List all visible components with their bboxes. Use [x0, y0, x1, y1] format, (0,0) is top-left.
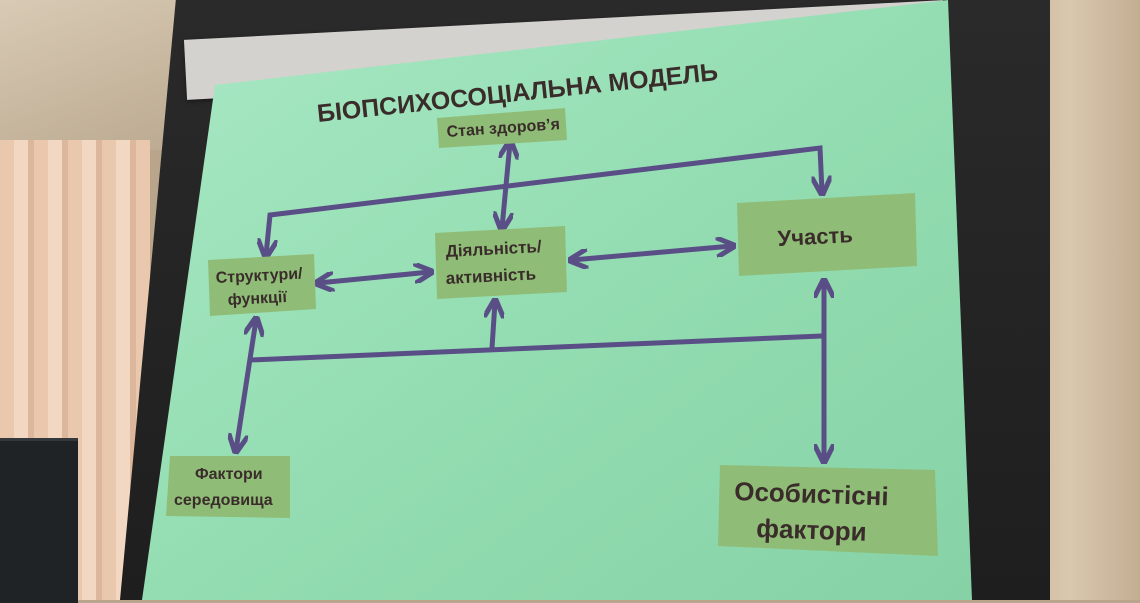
- box-personal: [718, 465, 938, 556]
- box-personal-label-1: Особистісні: [734, 476, 889, 511]
- connector-activity-participation: [572, 246, 732, 260]
- box-participation-label: Участь: [777, 222, 853, 251]
- connector-structures-environment: [236, 320, 256, 450]
- box-personal-label-2: фактори: [756, 513, 867, 547]
- box-activity: [435, 226, 567, 299]
- connector-structures-activity: [318, 272, 430, 283]
- box-environment: [166, 456, 290, 518]
- connector-bar-activity: [492, 302, 495, 351]
- connector-health-activity: [502, 143, 510, 228]
- screen-surface: [142, 0, 972, 600]
- box-activity-label-2: активність: [445, 264, 536, 288]
- diagram-boxes: Стан здоров’я Діяльність/ активність Уча…: [166, 108, 938, 556]
- box-structures-label-2: функції: [227, 289, 287, 309]
- connector-bottom-bar: [247, 333, 825, 363]
- box-structures: [208, 254, 316, 316]
- connector-top-loop: [266, 145, 822, 255]
- box-participation: [737, 193, 917, 276]
- diagram-connectors: [236, 143, 824, 460]
- box-environment-label-2: середовища: [174, 492, 273, 509]
- box-health: [437, 108, 567, 148]
- box-environment-label-1: Фактори: [195, 466, 263, 483]
- monitor: [0, 438, 78, 603]
- box-structures-label-1: Структури/: [215, 265, 303, 287]
